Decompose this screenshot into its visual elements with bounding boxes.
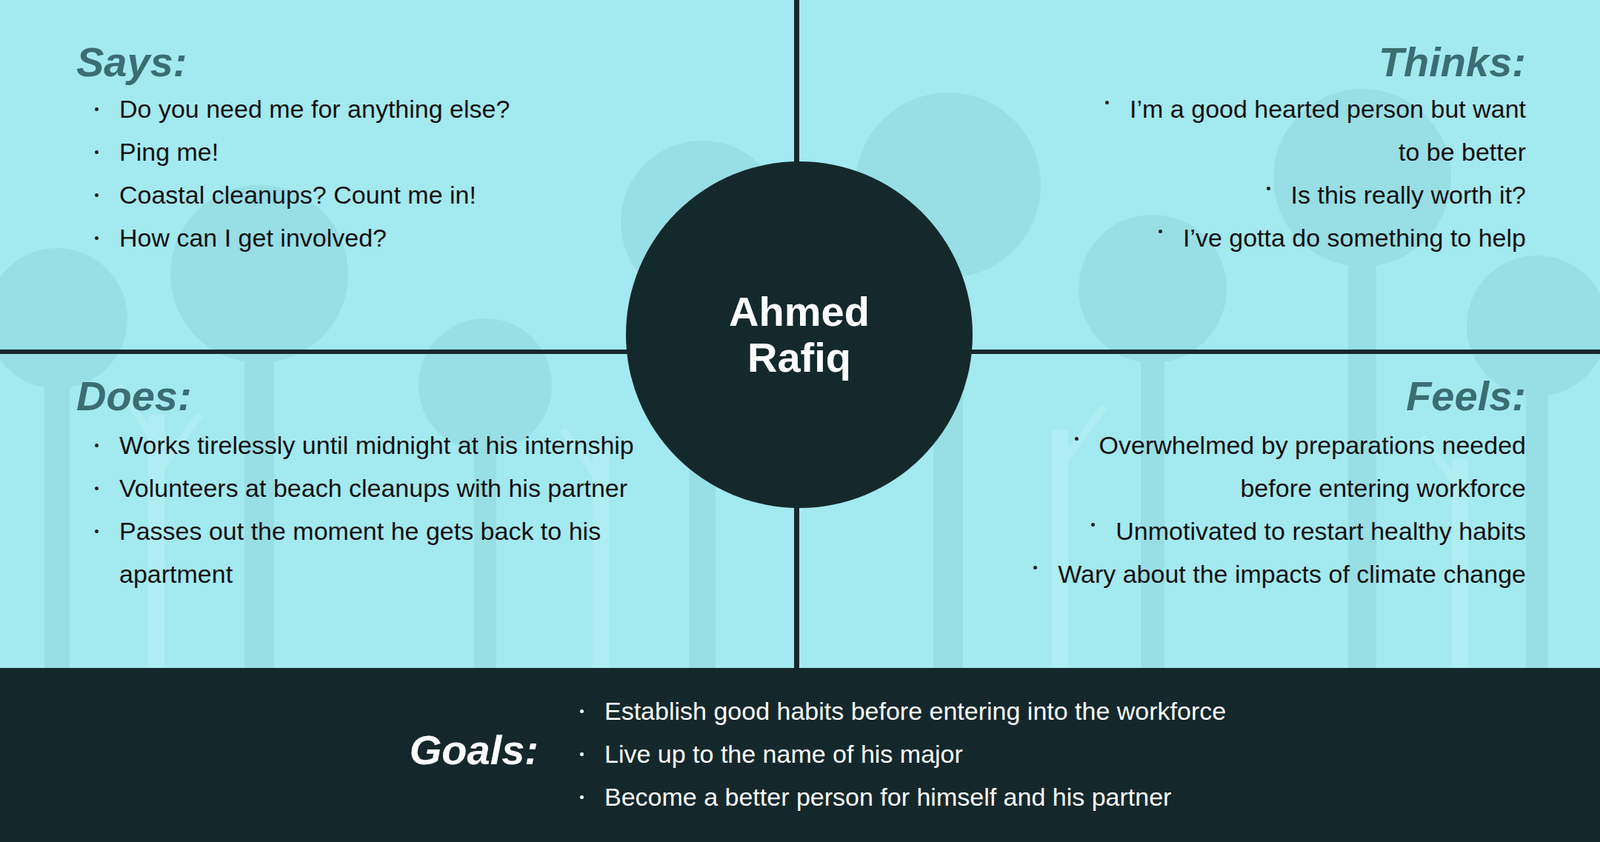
bullet-item: Is this really worth it? [1266, 173, 1526, 217]
bullet-item: Establish good habits before entering in… [580, 689, 1226, 733]
does-quadrant: Does:Works tirelessly until midnight at … [0, 354, 795, 669]
bullet-item: How can I get involved? [94, 216, 387, 260]
bullet-item: Wary about the impacts of climate change [1033, 552, 1526, 596]
bullet-item: Passes out the moment he gets back to hi… [94, 509, 683, 596]
section-heading: Goals: [409, 725, 539, 775]
persona-name: Ahmed Rafiq [691, 288, 907, 381]
bullet-item: Unmotivated to restart healthy habits [1091, 509, 1526, 553]
bullet-item: Live up to the name of his major [580, 732, 963, 776]
bullet-item: Do you need me for anything else? [94, 87, 510, 131]
bullet-list: I’m a good hearted person but want to be… [1081, 87, 1526, 260]
bullet-item: Become a better person for himself and h… [580, 775, 1172, 819]
bullet-list: Works tirelessly until midnight at his i… [94, 423, 683, 596]
bullet-list: Overwhelmed by preparations needed befor… [1022, 423, 1526, 596]
goals-band: Goals: Establish good habits before enter… [0, 668, 1600, 842]
bullet-item: Overwhelmed by preparations needed befor… [1022, 423, 1526, 510]
forest-trees [0, 88, 1600, 669]
bullet-item: Works tirelessly until midnight at his i… [94, 423, 635, 467]
bullet-item: Volunteers at beach cleanups with his pa… [94, 466, 628, 510]
circle-fill [625, 161, 973, 509]
quadrant-dividers [0, 0, 1600, 669]
section-heading: Does: [76, 371, 192, 421]
section-heading: Says: [76, 37, 187, 87]
bullet-item: I’ve gotta do something to help [1158, 216, 1526, 260]
persona-circle: Ahmed Rafiq [625, 161, 973, 509]
feels-quadrant: Feels:Overwhelmed by preparations needed… [799, 354, 1600, 669]
bullet-item: I’m a good hearted person but want to be… [1081, 87, 1526, 174]
bullet-item: Ping me! [94, 130, 219, 174]
section-heading: Feels: [1405, 371, 1526, 421]
bullet-list: Establish good habits before entering in… [580, 689, 1226, 819]
bullet-item: Coastal cleanups? Count me in! [94, 173, 477, 217]
bullet-list: Do you need me for anything else?Ping me… [94, 87, 510, 260]
section-heading: Thinks: [1378, 37, 1526, 87]
